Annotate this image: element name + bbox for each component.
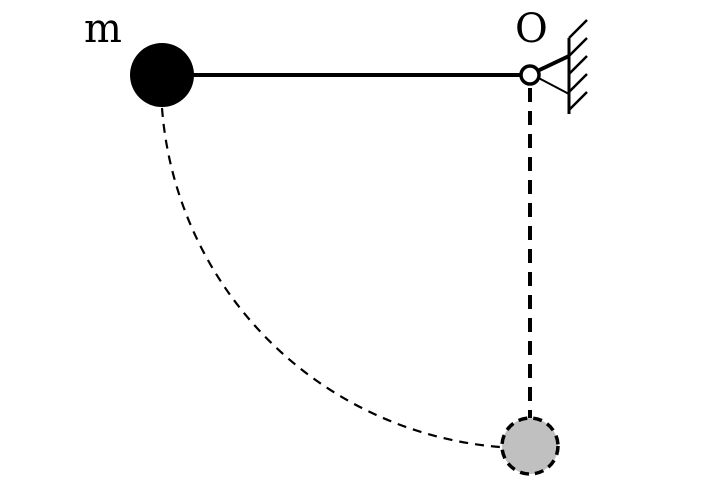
wall-hatching (568, 19, 588, 111)
mass-label: m (84, 6, 122, 52)
wall-support (567, 19, 588, 114)
trajectory-arc (160, 107, 501, 449)
pivot-point (519, 64, 541, 86)
mass-ball-final (500, 416, 560, 476)
pivot-label: O (515, 6, 548, 52)
mass-ball-initial (130, 43, 194, 107)
